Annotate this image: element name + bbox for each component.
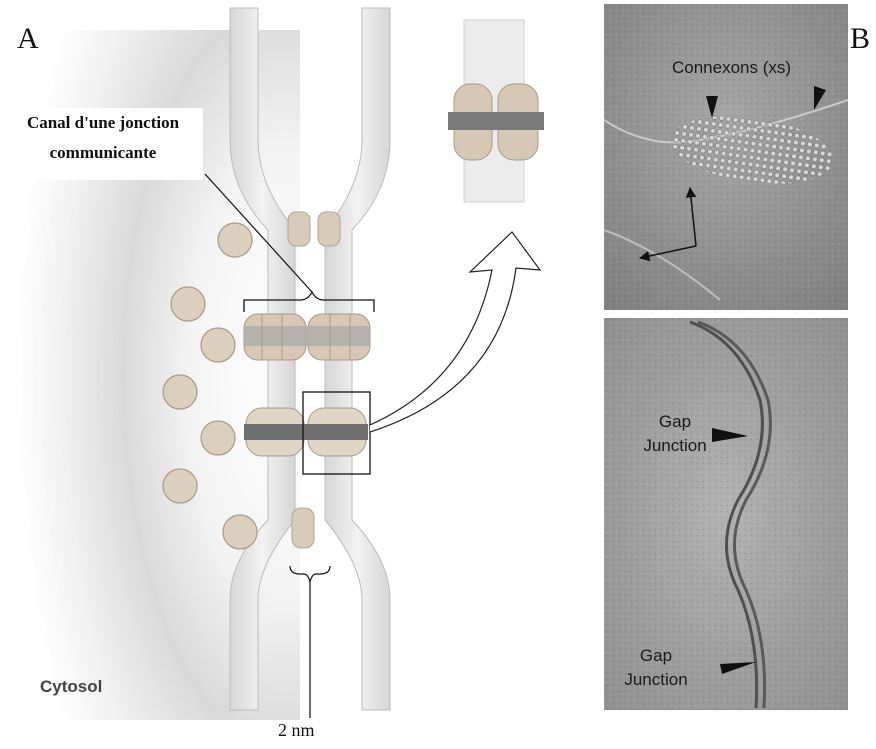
gap-junction-label-2: Gap Junction — [616, 644, 696, 692]
connexon-pair-2 — [292, 508, 314, 548]
gap-junction-label-2-line2: Junction — [616, 668, 696, 692]
gap-junction-label-1: Gap Junction — [640, 410, 710, 458]
zoom-arrow — [370, 232, 540, 432]
channel-label-line2: communicante — [3, 138, 203, 168]
hemichannel — [201, 421, 235, 455]
hemichannel — [218, 223, 252, 257]
hemichannel — [163, 469, 197, 503]
hemichannel — [223, 515, 257, 549]
cytosol-label: Cytosol — [40, 677, 102, 697]
scale-label: 2 nm — [278, 720, 315, 741]
channel-label-line1: Canal d'une jonction — [3, 108, 203, 138]
connexon-inset — [448, 20, 544, 202]
gap-junction-channel-large — [244, 314, 370, 360]
panel-b — [604, 4, 848, 710]
gap-junction-channel-section — [244, 408, 368, 456]
connexon-pair-1 — [288, 212, 340, 246]
hemichannel — [171, 287, 205, 321]
gap-junction-label-1-line2: Junction — [640, 434, 710, 458]
channel-callout: Canal d'une jonction communicante — [3, 108, 203, 180]
connexons-label: Connexons (xs) — [672, 56, 791, 80]
panel-a-letter: A — [17, 22, 39, 56]
gap-junction-label-1-line1: Gap — [640, 410, 710, 434]
gap-junction-label-2-line1: Gap — [616, 644, 696, 668]
panel-b-letter: B — [850, 22, 870, 56]
hemichannel — [163, 375, 197, 409]
hemichannel — [201, 328, 235, 362]
